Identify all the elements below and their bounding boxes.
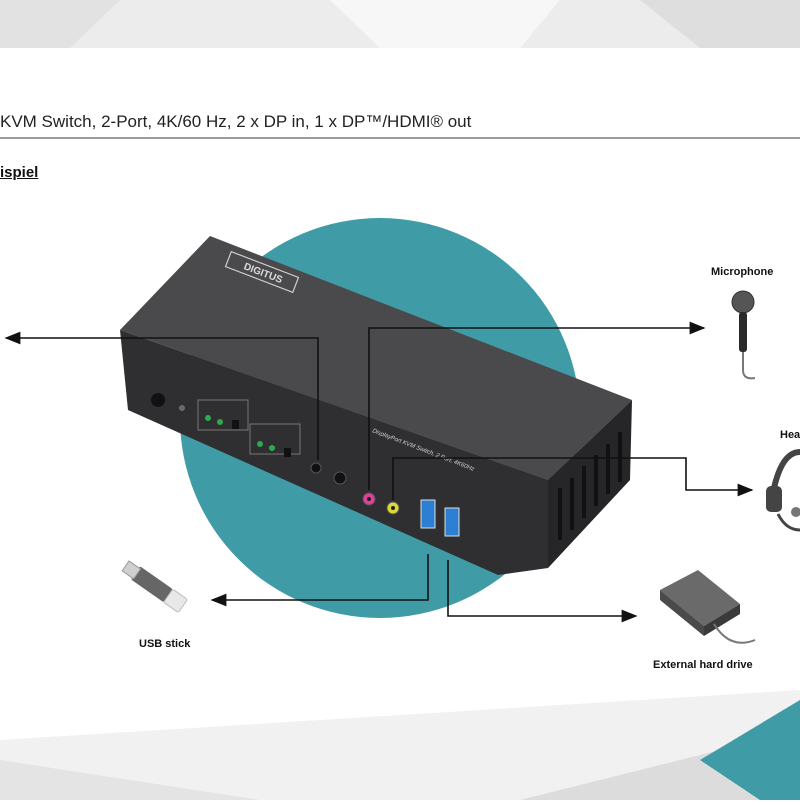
- headset-icon: [766, 449, 800, 532]
- arrow-left-output: [4, 331, 319, 460]
- usb-stick-icon: [121, 560, 188, 613]
- microphone-icon: [731, 290, 756, 380]
- section-heading: ispiel: [0, 164, 39, 181]
- arrow-usb-stick: [210, 554, 429, 607]
- kvm-switch-device: [120, 236, 632, 575]
- arrow-hard-drive: [447, 560, 638, 623]
- arrow-headset: [392, 457, 754, 500]
- hard-drive-label: External hard drive: [653, 659, 753, 671]
- headset-label: Hea: [780, 429, 800, 441]
- page-heading: KVM Switch, 2-Port, 4K/60 Hz, 2 x DP in,…: [0, 112, 472, 131]
- connector-lines: [4, 321, 754, 623]
- arrow-microphone: [368, 321, 706, 490]
- heading-divider: [0, 137, 800, 139]
- usb-stick-label: USB stick: [139, 638, 191, 650]
- hard-drive-icon: [660, 570, 756, 644]
- microphone-label: Microphone: [711, 266, 774, 278]
